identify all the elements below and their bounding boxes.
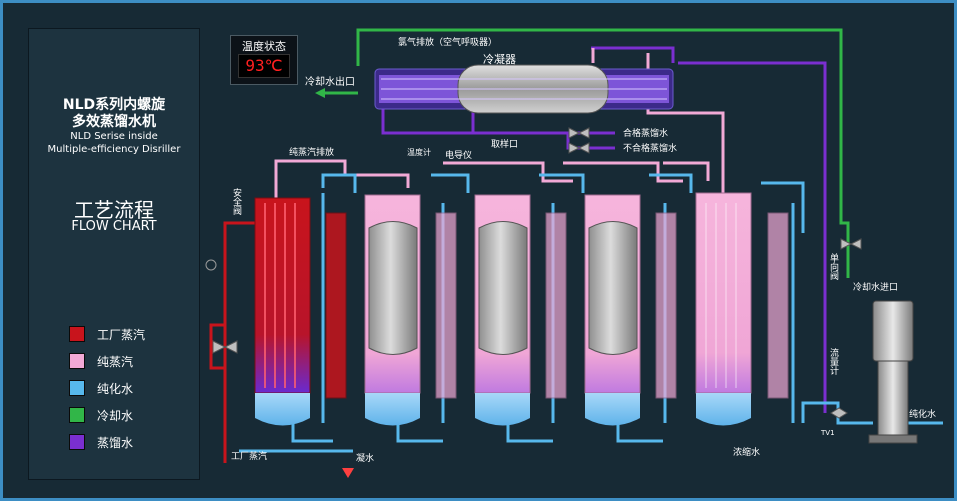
effect-column-1 — [254, 197, 347, 426]
legend-swatch — [69, 353, 85, 369]
title-panel: NLD系列内螺旋 多效蒸馏水机 NLD Serise inside Multip… — [28, 28, 200, 480]
vent-label: 氯气排放（空气呼吸器） — [398, 36, 497, 48]
safety-valve-label: 安全阀 — [231, 187, 242, 216]
flow-title-en: FLOW CHART — [71, 219, 157, 234]
factory-steam-lines — [209, 221, 263, 463]
flow-diagram: 氯气排放（空气呼吸器） 冷凝器 冷却水出口 合格蒸馏水 不合格蒸馏水 温度计 电… — [205, 28, 943, 478]
title-cn-line2: 多效蒸馏水机 — [72, 114, 156, 130]
thermometer-label: 温度计 — [407, 147, 431, 157]
factory-steam-label: 工厂蒸汽 — [231, 450, 267, 462]
legend-swatch — [69, 326, 85, 342]
flow-title-cn: 工艺流程 — [74, 198, 154, 222]
valves — [212, 127, 862, 419]
cooling-out-label: 冷却水出口 — [305, 75, 355, 88]
pure-steam-lines — [274, 48, 725, 198]
temperature-label: 温度状态 — [242, 40, 286, 53]
legend-swatch — [69, 380, 85, 396]
check-valve-label: 单向阀 — [828, 252, 839, 281]
condensate-label: 凝水 — [356, 452, 374, 464]
concentrate-label: 浓缩水 — [733, 446, 760, 458]
condenser-label: 冷凝器 — [483, 52, 516, 66]
conductivity-label: 电导仪 — [445, 149, 472, 161]
legend-swatch — [69, 407, 85, 423]
title-en-line2: Multiple-efficiency Disriller — [47, 144, 181, 155]
unqualified-label: 不合格蒸馏水 — [623, 142, 677, 154]
legend-swatch — [69, 434, 85, 450]
effect-column-2 — [364, 194, 457, 426]
effect-column-3 — [474, 194, 567, 426]
legend-label: 蒸馏水 — [97, 436, 134, 450]
distilled-water-lines — [381, 46, 827, 413]
flowmeter-label: 流量计 — [828, 347, 839, 376]
title-en-line1: NLD Serise inside — [70, 131, 158, 142]
title-cn-line1: NLD系列内螺旋 — [62, 97, 166, 113]
tv-label: TV1 — [820, 429, 835, 437]
legend-label: 纯蒸汽 — [97, 355, 134, 369]
legend-label: 纯化水 — [97, 382, 134, 396]
pump — [868, 300, 918, 444]
pressure-gauge-icon — [205, 259, 217, 271]
cooling-outlet-arrow — [315, 88, 325, 98]
condensate-arrow — [342, 468, 354, 478]
cooling-water-lines — [323, 28, 850, 278]
temperature-display: 温度状态 93℃ — [230, 35, 298, 85]
legend-label: 工厂蒸汽 — [97, 328, 146, 342]
purified-water-label: 纯化水 — [909, 408, 936, 420]
effect-column-5 — [695, 192, 789, 426]
sampling-label: 取样口 — [491, 138, 518, 150]
qualified-label: 合格蒸馏水 — [623, 127, 668, 139]
cooling-in-label: 冷却水进口 — [853, 281, 898, 293]
pure-steam-vent-label: 纯蒸汽排放 — [289, 146, 334, 158]
condenser — [374, 64, 674, 114]
effect-column-4 — [584, 194, 677, 426]
temperature-value: 93℃ — [238, 54, 290, 78]
legend-label: 冷却水 — [97, 409, 134, 423]
